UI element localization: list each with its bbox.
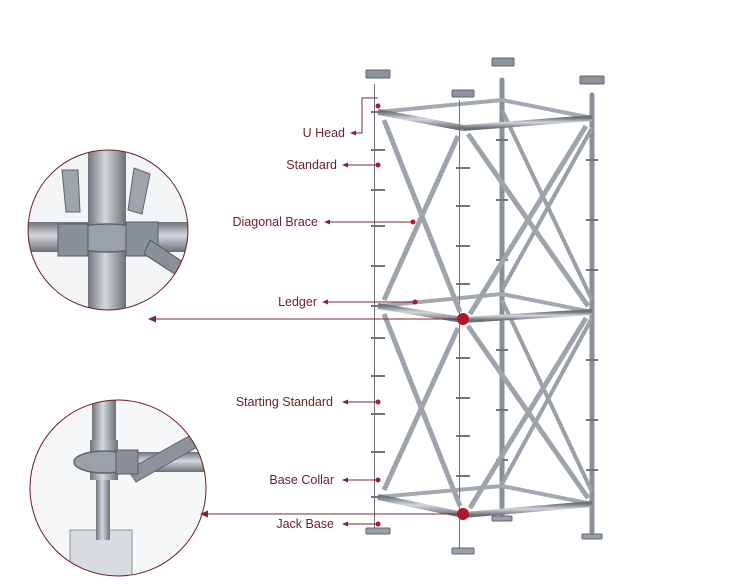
label-u-head: U Head bbox=[303, 126, 345, 140]
front-diagonals bbox=[381, 119, 591, 510]
label-ledger: Ledger bbox=[278, 295, 317, 309]
leader-lines bbox=[152, 97, 463, 525]
label-base-collar: Base Collar bbox=[269, 473, 334, 487]
front-ledgers bbox=[377, 109, 593, 518]
back-diagonals bbox=[500, 109, 594, 493]
rosette-connection-detail bbox=[27, 149, 189, 311]
back-ledgers bbox=[377, 98, 593, 506]
label-diagonal-brace: Diagonal Brace bbox=[233, 215, 319, 229]
label-starting-standard: Starting Standard bbox=[236, 395, 333, 409]
leader-arrowheads bbox=[148, 130, 356, 527]
u-heads bbox=[365, 57, 605, 98]
labels: U Head Standard Diagonal Brace Ledger St… bbox=[233, 126, 346, 531]
marker-dots bbox=[375, 103, 469, 527]
label-jack-base: Jack Base bbox=[276, 517, 334, 531]
base-plates bbox=[365, 515, 603, 555]
scaffold-tower bbox=[365, 57, 605, 555]
base-collar-detail bbox=[29, 399, 207, 577]
label-standard: Standard bbox=[286, 158, 337, 172]
